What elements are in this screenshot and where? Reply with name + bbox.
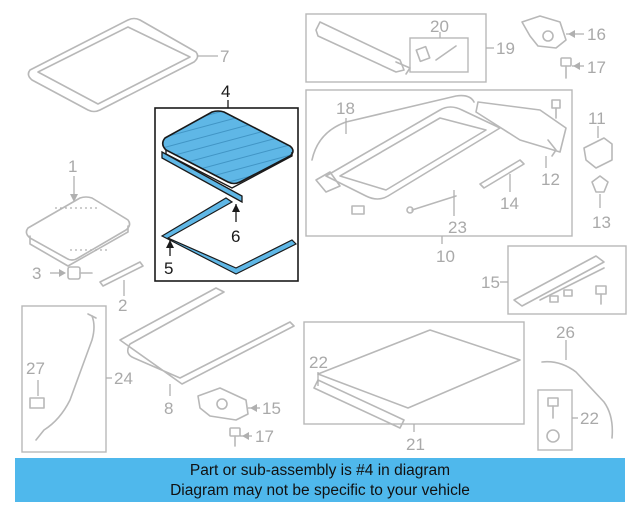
box-9-frame-assembly bbox=[305, 89, 573, 244]
callout-1: 1 bbox=[68, 157, 77, 176]
box-23-fasteners bbox=[537, 389, 578, 451]
callout-20: 20 bbox=[430, 17, 449, 36]
box-25-drain-assembly bbox=[21, 305, 112, 453]
part-3-bolt bbox=[50, 266, 93, 280]
info-banner: Part or sub-assembly is #4 in diagram Di… bbox=[15, 458, 625, 502]
part-2-strip bbox=[99, 261, 144, 296]
part-8-weatherstrip bbox=[119, 287, 295, 396]
callout-5: 5 bbox=[164, 259, 173, 278]
exploded-view-drawing: 7 1 3 2 4 6 5 bbox=[21, 13, 627, 454]
part-10-bracket bbox=[583, 126, 613, 169]
callout-7: 7 bbox=[220, 47, 229, 66]
callout-10: 11 bbox=[588, 109, 606, 128]
callout-11: 13 bbox=[592, 213, 611, 232]
part-26-hose bbox=[541, 340, 614, 439]
part-7-glass-panel bbox=[27, 17, 218, 113]
callout-24: 23 bbox=[448, 218, 467, 237]
callout-16: 16 bbox=[587, 25, 606, 44]
banner-line-2: Diagram may not be specific to your vehi… bbox=[170, 482, 470, 499]
part-16-motor bbox=[521, 15, 584, 49]
callout-12: 12 bbox=[541, 170, 560, 189]
callout-6: 6 bbox=[231, 227, 240, 246]
part-4-glass-highlight bbox=[161, 110, 294, 185]
box-19-assembly bbox=[305, 13, 494, 83]
callout-21: 21 bbox=[406, 435, 425, 454]
callout-8: 8 bbox=[164, 399, 173, 418]
callout-3: 3 bbox=[32, 264, 41, 283]
callout-17-bottom: 17 bbox=[255, 427, 274, 446]
callout-9: 10 bbox=[436, 247, 455, 266]
part-5-gasket bbox=[160, 197, 298, 275]
callout-17-top: 17 bbox=[587, 58, 606, 77]
part-17-bolt-bottom bbox=[229, 427, 252, 447]
callout-13: 15 bbox=[481, 273, 500, 292]
callout-25: 24 bbox=[114, 369, 133, 388]
part-17-bolt-top bbox=[560, 57, 584, 79]
callout-4: 4 bbox=[221, 82, 230, 101]
part-15-motor bbox=[197, 387, 260, 421]
callout-27: 27 bbox=[26, 359, 45, 378]
callout-2: 2 bbox=[118, 296, 127, 315]
callout-18: 18 bbox=[336, 99, 355, 118]
banner-line-1: Part or sub-assembly is #4 in diagram bbox=[189, 462, 451, 479]
callout-15: 15 bbox=[262, 399, 281, 418]
part-11-clip bbox=[591, 175, 609, 208]
box-21-headliner bbox=[303, 321, 525, 432]
part-1-glass-panel bbox=[25, 176, 131, 267]
callout-22: 22 bbox=[309, 353, 328, 372]
highlighted-assembly-box bbox=[154, 100, 299, 282]
part-6-seal bbox=[161, 150, 243, 204]
callout-14: 14 bbox=[500, 194, 519, 213]
box-13-cable-assembly bbox=[500, 245, 627, 315]
callout-26: 26 bbox=[556, 323, 575, 342]
callout-19: 19 bbox=[496, 39, 515, 58]
callout-23: 22 bbox=[580, 409, 599, 428]
